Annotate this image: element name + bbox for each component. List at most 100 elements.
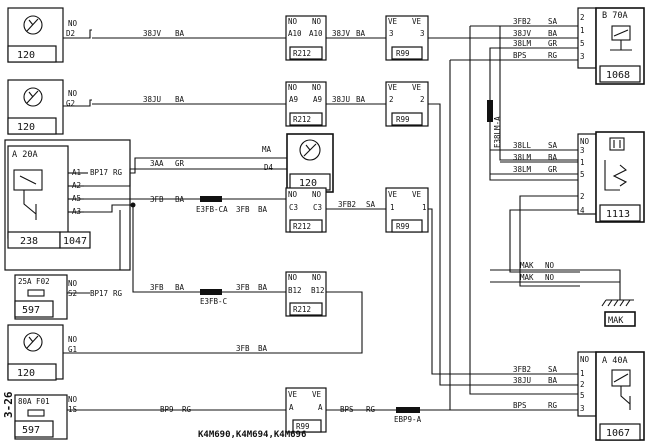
wire-label: 38LM <box>513 153 532 162</box>
pin-color: NO <box>68 89 78 98</box>
component-238-relay: A 20A 238 1047 <box>4 139 131 271</box>
wire-label: 3FB2 <box>513 365 531 374</box>
pin-color: VE <box>412 190 422 199</box>
wire-label: 3FB <box>236 283 250 292</box>
component-597-f02: 25A F02 597 <box>14 274 68 320</box>
fuse-label: A 20A <box>12 150 38 160</box>
wire-label: 38LL <box>513 141 532 150</box>
wire-color: BA <box>548 29 558 38</box>
vertical-bus: E38LM-A 38LL SA 38LM BA 38LM GR <box>420 25 580 411</box>
pin-color: NO <box>288 190 298 199</box>
wire-color: SA <box>548 17 558 26</box>
component-1113: NO 3 1 5 2 4 1113 <box>577 131 645 223</box>
pin-label: 1 <box>580 26 585 35</box>
wire-label: 38JV <box>513 29 532 38</box>
pin-label: 1 <box>580 369 585 378</box>
fuse-label: 80A F01 <box>18 397 50 406</box>
component-120-top: 120 <box>7 7 64 63</box>
pin-label: 3 <box>420 29 425 38</box>
component-1067: NO 1 2 5 3 A 40A 1067 <box>577 351 645 441</box>
pin-label: 3 <box>580 404 585 413</box>
wire-label: 38JU <box>143 95 161 104</box>
component-label: 120 <box>17 50 35 61</box>
wire-label: 38JV <box>143 29 162 38</box>
shunt-label: E38LM-A <box>493 116 502 148</box>
component-label: 1113 <box>606 209 630 220</box>
pin-label: A10 <box>309 29 323 38</box>
component-120-third: 120 <box>7 324 64 381</box>
pin-label: A <box>318 403 323 412</box>
pin-label: MA <box>262 145 272 154</box>
connector-label: R212 <box>293 222 311 231</box>
connector-label: R99 <box>396 115 410 124</box>
shunt-label: E3FB-CA <box>196 205 228 214</box>
shunt-label: E3FB-C <box>200 297 227 306</box>
wire-color: BA <box>548 376 558 385</box>
pin-color: VE <box>312 390 322 399</box>
pin-color: NO <box>288 83 298 92</box>
wire-label: BP9 <box>160 405 174 414</box>
pin-color: VE <box>388 190 398 199</box>
wire-color: BA <box>175 95 185 104</box>
connector-label: R212 <box>293 49 311 58</box>
wire-label: 3FB2 <box>513 17 531 26</box>
component-label: 238 <box>20 236 38 247</box>
wire-row-1: NO D2 38JV BA NO NO A10 A10 R212 38JV BA… <box>63 15 578 61</box>
pin-label: 4 <box>580 206 585 215</box>
wire-color: BA <box>175 195 185 204</box>
wire-color: BA <box>258 344 268 353</box>
wire-color: BA <box>175 283 185 292</box>
component-597-f01: 80A F01 597 <box>14 394 68 440</box>
wire-color: NO <box>545 261 555 270</box>
component-120-second: 120 <box>7 79 64 135</box>
wire-color: RG <box>113 168 123 177</box>
vehicle-codes: K4M690,K4M694,K4M696 <box>198 430 306 440</box>
wire-label: 3FB <box>236 344 250 353</box>
wire-label: 38LM <box>513 39 532 48</box>
component-label: 597 <box>22 425 40 436</box>
wire-label: MAK <box>520 273 534 282</box>
fuse-label: A 40A <box>602 356 628 366</box>
pin-color: NO <box>288 17 298 26</box>
wire-label: BP17 <box>90 168 108 177</box>
pin-label: 1 <box>580 158 585 167</box>
connector-label: R212 <box>293 115 311 124</box>
wire-label: 3AA <box>150 159 164 168</box>
pin-label: G1 <box>68 345 77 354</box>
wire-label: 38JU <box>513 376 531 385</box>
wire-color: NO <box>545 273 555 282</box>
pin-color: VE <box>412 17 422 26</box>
pin-label: B12 <box>311 286 325 295</box>
wire-row-2: NO G2 38JU BA NO NO A9 A9 R212 38JU BA V… <box>63 81 480 386</box>
wire-label: BPS <box>340 405 354 414</box>
wire-label: BP17 <box>90 289 108 298</box>
pin-label: 2 <box>580 380 585 389</box>
wire-color: RG <box>113 289 123 298</box>
pin-color: NO <box>312 83 322 92</box>
wire-label: 38JV <box>332 29 351 38</box>
wire-color: SA <box>548 365 558 374</box>
pin-color: NO <box>68 395 78 404</box>
pin-label: 5 <box>580 391 585 400</box>
pin-label: 5 <box>580 39 585 48</box>
wire-label: 3FB <box>150 283 164 292</box>
pin-label: 1 <box>390 203 395 212</box>
pin-label: C3 <box>313 203 322 212</box>
wire-color: BA <box>356 95 366 104</box>
wire-color: RG <box>366 405 376 414</box>
connector-label: R99 <box>396 222 410 231</box>
pin-color: VE <box>412 83 422 92</box>
wire-color: BA <box>548 153 558 162</box>
pin-label: 5 <box>580 170 585 179</box>
mak-ground: MAK NO MAK NO MAK <box>490 261 636 327</box>
pin-label: A10 <box>288 29 302 38</box>
pin-color: NO <box>68 19 78 28</box>
wire-row-bp9: NO 1S BP9 RG VE VE A A R99 BPS RG EBP9-A… <box>67 387 580 440</box>
pin-label: 3 <box>580 146 585 155</box>
wire-label: 3FB <box>150 195 164 204</box>
relay-outputs: A1 A2 A5 A3 BP17 RG 3AA GR 3FB BA E3FB-C… <box>8 157 287 293</box>
connector-label: R99 <box>296 422 310 431</box>
wire-label: 38JU <box>332 95 350 104</box>
